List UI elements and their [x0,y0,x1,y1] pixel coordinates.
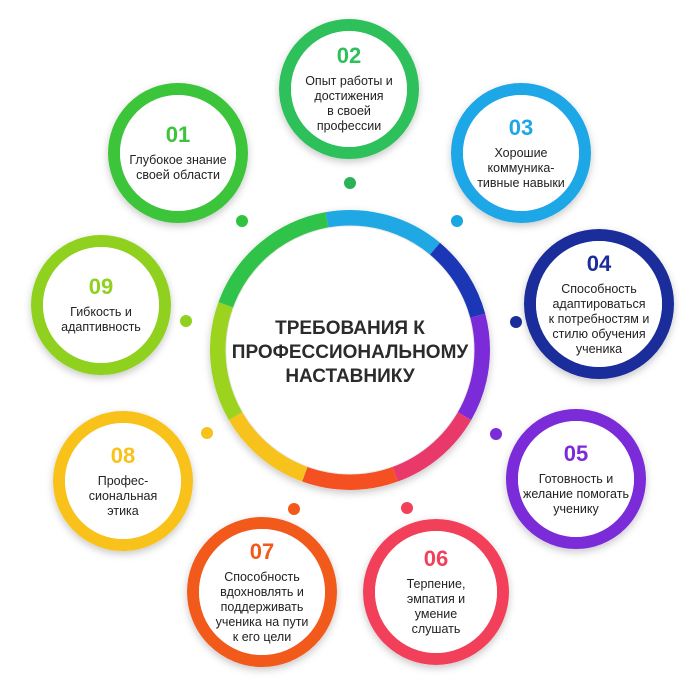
item-04-label: Способность адаптироваться к потребностя… [548,281,650,356]
item-08-text: 08 Профес- сиональная этика [67,425,179,537]
item-02-number: 02 [336,43,362,68]
item-08-ring [53,411,193,551]
item-04-circle [536,241,662,367]
item-01-number: 01 [165,122,191,147]
connector-dot-8 [201,427,213,439]
item-06-number: 06 [423,546,449,571]
center-ring-segment-5 [302,466,398,490]
connector-dot-9 [180,315,192,327]
connector-dot-2 [344,177,356,189]
center-circle [226,226,474,474]
item-04-text: 04 Способность адаптироваться к потребно… [538,243,660,365]
item-03-text: 03 Хорошие коммуника- тивные навыки [465,97,577,209]
item-01-circle [120,95,236,211]
connector-dot-4 [510,316,522,328]
item-08-label: Профес- сиональная этика [88,473,158,518]
center-ring-segment-7 [210,302,243,420]
item-06-text: 06 Терпение, эмпатия и умение слушать [377,533,495,651]
center-ring-segment-3 [457,313,490,420]
item-03-label: Хорошие коммуника- тивные навыки [477,145,565,190]
item-05-text: 05 Готовность и желание помогать ученику [520,423,632,535]
connector-dot-1 [236,215,248,227]
item-03-circle [463,95,579,211]
connector-dot-5 [490,428,502,440]
item-09-number: 09 [88,274,114,299]
item-06-ring [363,519,509,665]
connector-dot-3 [451,215,463,227]
item-02-text: 02 Опыт работы и достижения в своей проф… [293,33,405,145]
center-ring-segment-2 [429,242,486,319]
item-02-circle [291,31,407,147]
item-07-text: 07 Способность вдохновлять и поддерживат… [201,531,323,653]
item-06-label: Терпение, эмпатия и умение слушать [406,577,466,636]
item-01-text: 01 Глубокое знание своей области [122,97,234,209]
item-04-number: 04 [586,250,612,276]
connector-dot-7 [288,503,300,515]
item-07-ring [187,517,337,667]
center-ring-segment-8 [218,212,329,308]
connector-dot-6 [401,502,413,514]
item-09-text: 09 Гибкость и адаптивность [45,249,157,361]
item-08-number: 08 [110,442,136,468]
center-circle-edge [225,225,475,475]
item-01-ring [108,83,248,223]
item-05-label: Готовность и желание помогать ученику [523,471,629,516]
center-ring-segment-6 [228,411,308,482]
item-02-ring [279,19,419,159]
item-08-circle [65,423,181,539]
item-05-number: 05 [563,440,589,466]
item-05-circle [518,421,634,537]
item-09-label: Гибкость и адаптивность [61,305,141,334]
item-01-label: Глубокое знание своей области [129,153,227,182]
item-04-ring [524,229,674,379]
item-07-circle [199,529,325,655]
center-ring-segment-1 [325,210,440,256]
item-03-ring [451,83,591,223]
item-02-label: Опыт работы и достижения в своей професс… [305,74,393,133]
item-09-circle [43,247,159,363]
item-09-ring [31,235,171,375]
item-03-number: 03 [508,114,534,140]
item-05-ring [506,409,646,549]
item-06-circle [375,531,497,653]
item-07-label: Способность вдохновлять и поддерживать у… [215,569,309,644]
center-ring-segment-4 [392,411,472,482]
item-07-number: 07 [249,538,275,564]
center-title: ТРЕБОВАНИЯ К ПРОФЕССИОНАЛЬНОМУ НАСТАВНИК… [231,318,469,387]
